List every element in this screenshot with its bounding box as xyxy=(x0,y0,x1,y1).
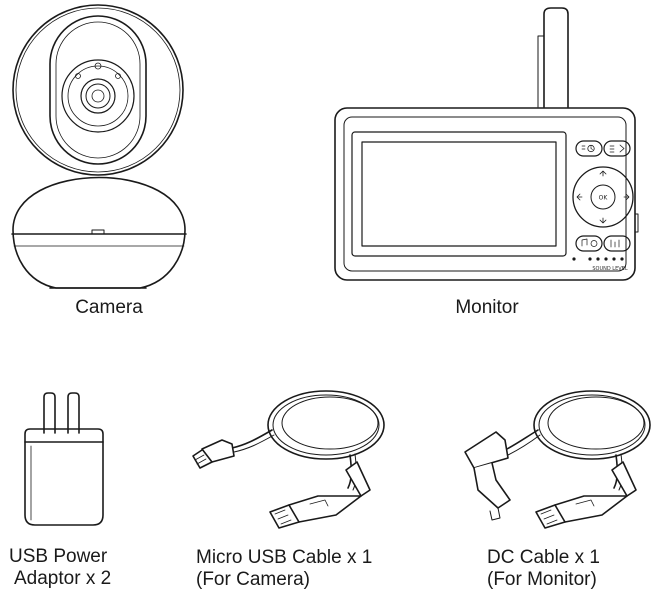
adaptor-label-line-1: USB Power xyxy=(9,546,108,567)
dc-cable-label-line-1: DC Cable x 1 xyxy=(487,547,600,568)
camera-label-line: Camera xyxy=(75,297,143,318)
adaptor-label-line-2: Adaptor x 2 xyxy=(14,568,112,589)
micro-usb-cable-illustration xyxy=(192,390,385,529)
monitor-label: Monitor xyxy=(432,297,542,319)
camera-illustration xyxy=(11,4,187,289)
micro-usb-cable-label: Micro USB Cable x 1 (For Camera) xyxy=(196,547,372,591)
ok-button-label: OK xyxy=(599,195,609,202)
adaptor-label: USB Power Adaptor x 2 xyxy=(9,546,111,590)
sound-level-label: SOUND LEVEL xyxy=(592,266,627,272)
micro-usb-cable-label-line-2: (For Camera) xyxy=(196,569,311,590)
monitor-illustration xyxy=(334,7,639,281)
dc-cable-illustration xyxy=(464,390,651,529)
dc-cable-label: DC Cable x 1 (For Monitor) xyxy=(487,547,600,591)
dc-cable-label-line-2: (For Monitor) xyxy=(487,569,597,590)
monitor-label-line: Monitor xyxy=(455,297,519,318)
micro-usb-cable-label-line-1: Micro USB Cable x 1 xyxy=(196,547,373,568)
power-adaptor-illustration xyxy=(24,392,104,526)
camera-label: Camera xyxy=(54,297,164,319)
